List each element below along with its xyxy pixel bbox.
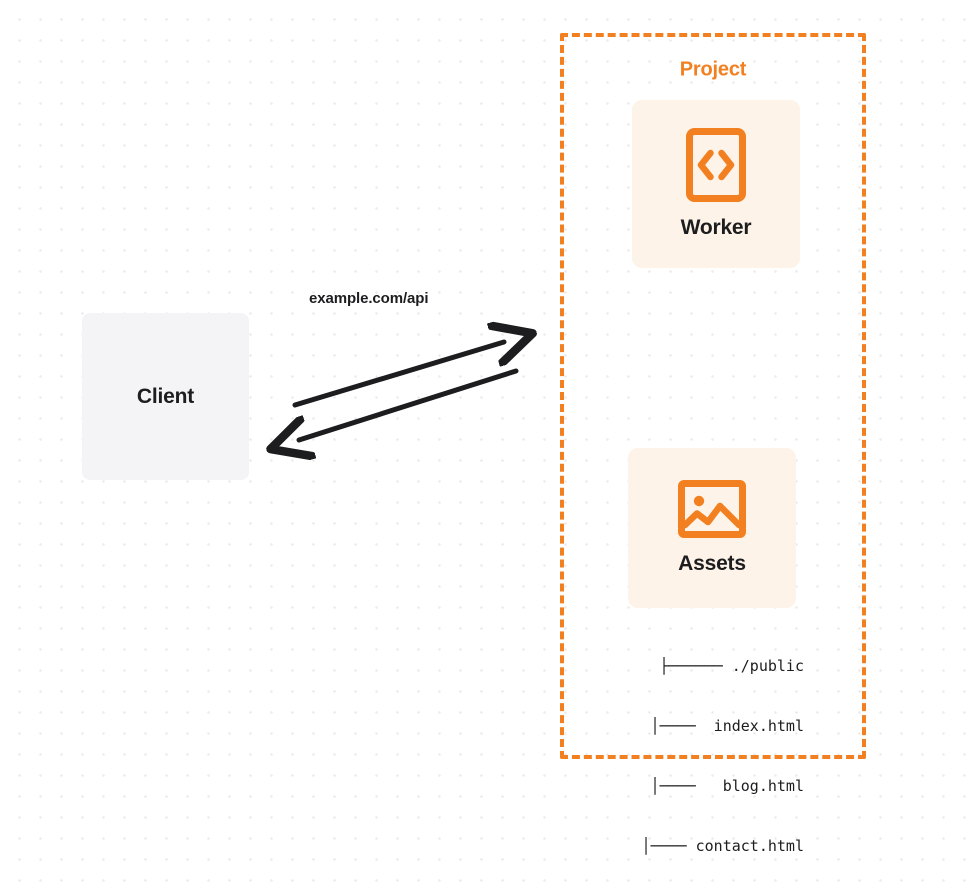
diagram-canvas: example.com/api Client Project Worker As… bbox=[82, 33, 866, 855]
response-arrow bbox=[299, 368, 519, 440]
assets-card[interactable]: Assets bbox=[628, 448, 796, 608]
project-title: Project bbox=[672, 58, 754, 82]
project-boundary: Project bbox=[560, 33, 866, 759]
file-tree-row: ├────── ./public bbox=[659, 657, 805, 675]
code-brackets-icon bbox=[686, 128, 746, 202]
assets-card-label: Assets bbox=[678, 552, 746, 575]
client-node[interactable]: Client bbox=[82, 313, 249, 480]
client-node-label: Client bbox=[136, 384, 195, 408]
file-tree-row: │──── contact.html bbox=[641, 837, 804, 855]
worker-card[interactable]: Worker bbox=[632, 100, 800, 268]
request-arrow bbox=[292, 342, 504, 408]
file-tree-row: │──── blog.html bbox=[650, 777, 804, 795]
connection-label: example.com/api bbox=[309, 290, 429, 307]
worker-card-label: Worker bbox=[680, 216, 752, 239]
file-tree-row: │──── index.html bbox=[650, 717, 804, 735]
assets-file-tree: ├────── ./public │──── index.html │──── … bbox=[606, 616, 804, 896]
image-icon bbox=[678, 480, 746, 538]
